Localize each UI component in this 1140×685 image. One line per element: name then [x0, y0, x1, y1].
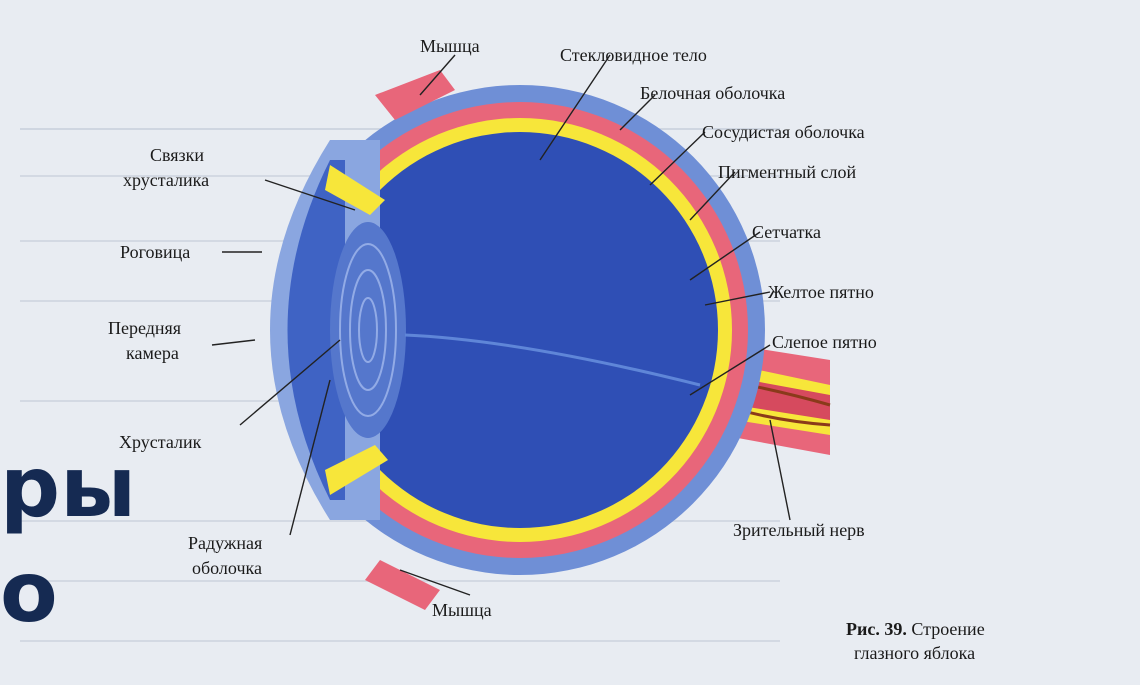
figure-caption: Рис. 39. Строение глазного яблока: [846, 617, 985, 665]
label-retina: Сетчатка: [752, 222, 821, 242]
label-macula: Желтое пятно: [768, 282, 874, 302]
caption-number: Рис. 39.: [846, 619, 907, 639]
label-sclera: Белочная оболочка: [640, 83, 785, 103]
caption-title-2: глазного яблока: [846, 641, 985, 665]
label-muscle-top: Мышца: [420, 36, 480, 56]
caption-title-1: Строение: [911, 619, 984, 639]
label-optic-nerve: Зрительный нерв: [733, 520, 865, 540]
label-anterior-2: камера: [126, 343, 179, 363]
label-blind-spot: Слепое пятно: [772, 332, 877, 352]
lens-shape: [330, 222, 406, 438]
label-ligaments-2: хрусталика: [123, 170, 209, 190]
overlay-text-2: о: [0, 550, 58, 634]
label-choroid: Сосудистая оболочка: [702, 122, 865, 142]
label-iris-2: оболочка: [192, 558, 262, 578]
label-pigment: Пигментный слой: [718, 162, 856, 182]
label-iris-1: Радужная: [188, 533, 262, 553]
label-cornea: Роговица: [120, 242, 190, 262]
label-ligaments-1: Связки: [150, 145, 204, 165]
overlay-text-1: ры: [0, 445, 136, 529]
label-anterior-1: Передняя: [108, 318, 181, 338]
label-vitreous: Стекловидное тело: [560, 45, 707, 65]
muscle-bottom-shape: [365, 560, 440, 610]
label-muscle-bottom: Мышца: [432, 600, 492, 620]
